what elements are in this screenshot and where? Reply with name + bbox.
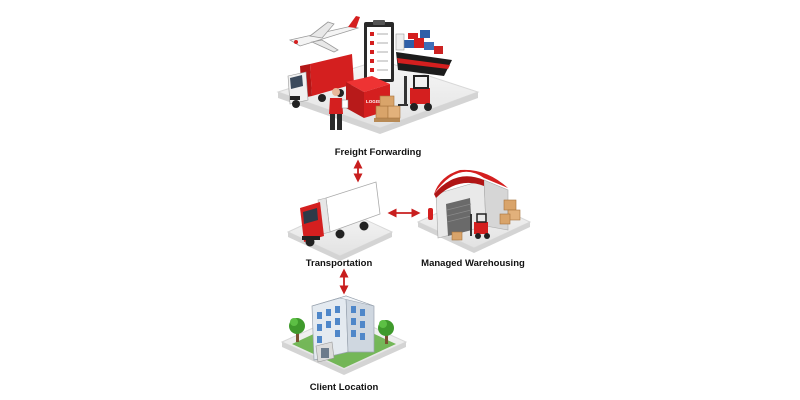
boxes-icon bbox=[374, 95, 401, 122]
warehouse-icon bbox=[434, 169, 509, 239]
transportation-scene bbox=[286, 181, 394, 261]
connector-arrows bbox=[339, 159, 421, 295]
shipping-container-icon: LOGISTICS bbox=[346, 76, 390, 118]
transportation-label: Transportation bbox=[305, 258, 373, 269]
managed-warehousing-label: Managed Warehousing bbox=[421, 258, 525, 269]
warehouse-forklift-icon bbox=[470, 213, 490, 239]
cargo-ship-icon bbox=[395, 30, 452, 76]
tree-icon bbox=[378, 320, 394, 344]
worker-icon bbox=[329, 88, 349, 130]
airplane-icon bbox=[288, 16, 360, 53]
warehousing-scene bbox=[416, 169, 532, 253]
client-location-label: Client Location bbox=[309, 382, 379, 393]
forklift-icon bbox=[398, 75, 432, 111]
warehouse-boxes-icon bbox=[451, 199, 521, 241]
container-sign-text: LOGISTICS bbox=[366, 99, 390, 104]
fire-extinguisher-icon bbox=[428, 208, 433, 220]
freight-truck-icon bbox=[287, 54, 354, 108]
tree-icon bbox=[289, 318, 305, 342]
office-building-icon bbox=[311, 295, 375, 363]
client-location-scene bbox=[280, 295, 408, 375]
freight-forwarding-label: Freight Forwarding bbox=[334, 147, 422, 158]
truck-icon bbox=[300, 181, 381, 247]
freight-forwarding-scene: LOGISTICS bbox=[276, 16, 480, 134]
checklist-clipboard-icon bbox=[364, 20, 394, 82]
